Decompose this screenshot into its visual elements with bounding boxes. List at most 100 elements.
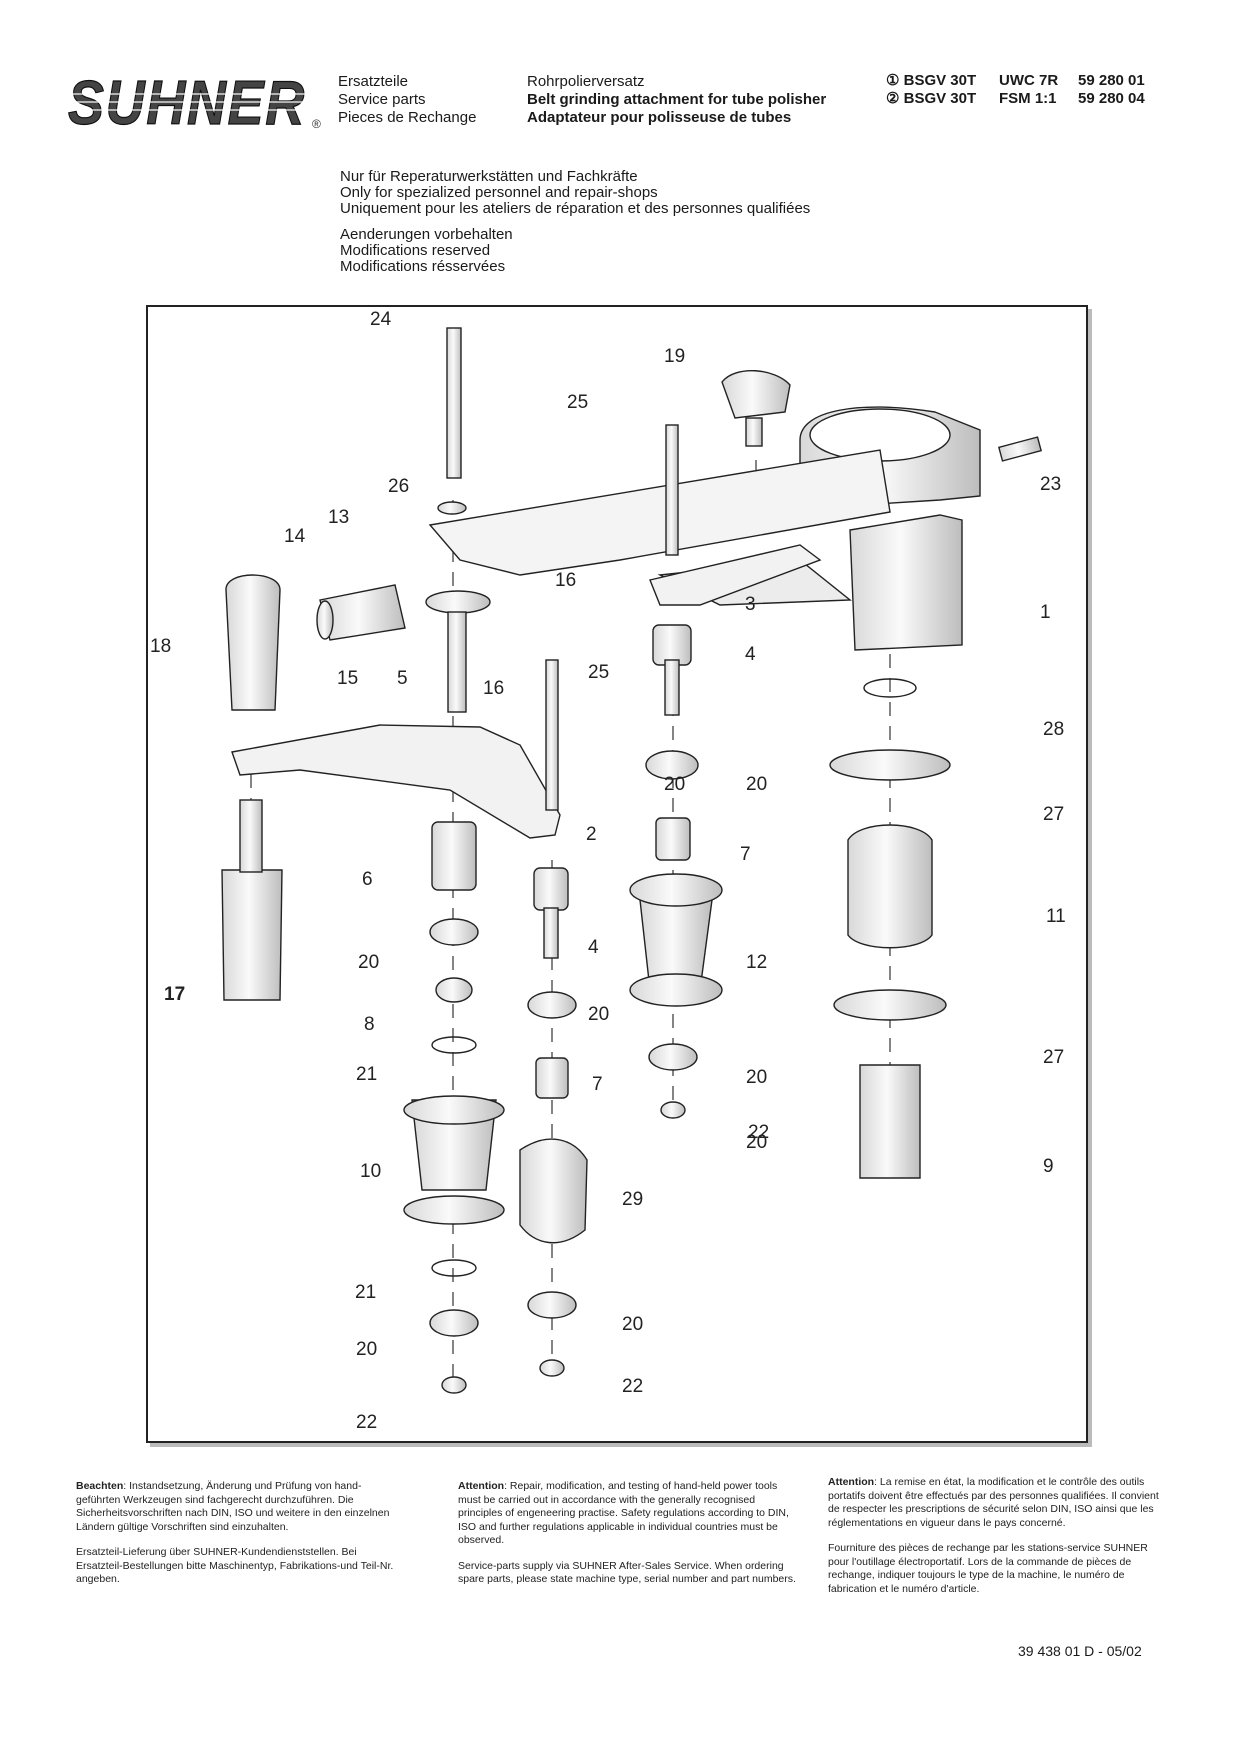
variant-partno-1: 59 280 01 (1078, 72, 1145, 89)
doc-type-de: Ersatzteile (338, 73, 409, 90)
part-5-pin (447, 611, 467, 713)
footer-label: Attention (458, 1480, 505, 1492)
part-number-label: 16 (555, 570, 576, 591)
part-number-label: 20 (746, 1067, 767, 1088)
part-28-ring (863, 678, 917, 698)
product-title-de: Rohrpolierversatz (527, 73, 645, 90)
part-number-label: 26 (388, 476, 409, 497)
part-7-bushing (655, 817, 691, 861)
part-number-label: 27 (1043, 804, 1064, 825)
footer-col-fr: Attention: La remise en état, la modific… (828, 1476, 1168, 1608)
part-number-label: 16 (483, 678, 504, 699)
variant-row-1: ① BSGV 30T (886, 72, 976, 90)
part-8-bushing (435, 977, 473, 1003)
modification-notice: Aenderungen vorbehalten Modifications re… (340, 227, 513, 275)
part-number-label: 9 (1043, 1156, 1054, 1177)
product-title-fr: Adaptateur pour polisseuse de tubes (527, 109, 792, 126)
part-number-label: 7 (592, 1074, 603, 1095)
product-title-block: Rohrpolierversatz Belt grinding attachme… (527, 73, 826, 127)
part-number-label: 4 (588, 937, 599, 958)
part-number-label: 19 (664, 346, 685, 367)
footer-col-de: Beachten: Instandsetzung, Änderung und P… (76, 1480, 396, 1599)
part-number-label: 15 (337, 668, 358, 689)
part-26-washer (437, 501, 467, 515)
variant-partno-2: 59 280 04 (1078, 90, 1145, 107)
diagram-frame (146, 305, 1088, 1443)
part-number-label: 10 (360, 1161, 381, 1182)
footer-text: Ersatzteil-Lieferung über SUHNER-Kundend… (76, 1546, 394, 1585)
part-19-knob (721, 370, 791, 419)
suhner-logo: SUHNER ® (68, 72, 321, 136)
part-17-handle (221, 869, 283, 1001)
part-number-label: 20 (356, 1339, 377, 1360)
part-20-bearing (527, 991, 577, 1019)
part-21-ring (431, 1036, 477, 1054)
doc-type-block: Ersatzteile Service parts Pieces de Rech… (338, 73, 476, 127)
part-number-label: 29 (622, 1189, 643, 1210)
part-18-handle (225, 574, 281, 711)
part-25-screw (665, 424, 679, 556)
part-27-washer-lower (833, 989, 947, 1021)
part-number-label: 11 (1046, 906, 1066, 927)
notice-line: Modifications reserved (340, 242, 491, 259)
part-5-flange (425, 590, 491, 614)
part-24-screw (446, 327, 462, 479)
part-22-nut (660, 1101, 686, 1119)
part-25-screw-lower (545, 659, 559, 811)
footer-text: Fourniture des pièces de rechange par le… (828, 1542, 1148, 1595)
part-number-label: 14 (284, 526, 306, 547)
part-17-thread (239, 799, 263, 873)
part-2-lever (231, 724, 561, 839)
part-number-label: 21 (356, 1064, 377, 1085)
part-22-nut (539, 1359, 565, 1377)
part-number-label: 20 (622, 1314, 643, 1335)
doc-type-fr: Pieces de Rechange (338, 109, 477, 126)
part-7-bushing (535, 1057, 569, 1099)
part-number-label: 21 (355, 1282, 376, 1303)
part-number-label: 20 (358, 952, 379, 973)
part-number-label: 2 (586, 824, 597, 845)
notice-line: Aenderungen vorbehalten (340, 226, 513, 243)
variant-row-2: ② BSGV 30T (886, 90, 976, 108)
part-20-bearing (648, 1043, 698, 1071)
part-20-bearing (645, 750, 699, 780)
part-22-nut (441, 1376, 467, 1394)
part-number-label: 6 (362, 869, 373, 890)
part-number-label: 4 (745, 644, 756, 665)
part-number-label: 1 (1040, 602, 1051, 623)
registered-mark: ® (312, 117, 321, 131)
part-number-label: 27 (1043, 1047, 1064, 1068)
part-number-label: 22 (748, 1122, 769, 1143)
variant-model: BSGV 30T (903, 72, 977, 89)
part-number-label: 20 (588, 1004, 609, 1025)
part-number-label: 5 (397, 668, 408, 689)
part-29-roller (519, 1138, 588, 1244)
part-number-label: 20 (746, 1132, 767, 1153)
part-number-label: 25 (567, 392, 588, 413)
part-20-bearing (429, 918, 479, 946)
part-20-bearing-lower (429, 1309, 479, 1337)
footer-text: Service-parts supply via SUHNER After-Sa… (458, 1559, 796, 1586)
variant-config-1: UWC 7R (999, 72, 1059, 89)
part-number-label: 7 (740, 844, 751, 865)
footer-text: : Repair, modification, and testing of h… (458, 1480, 789, 1546)
part-6-sleeve (431, 821, 477, 891)
part-9-sleeve (859, 1064, 921, 1179)
part-number-label: 3 (745, 594, 756, 615)
notice-line: Modifications résservées (340, 258, 506, 275)
part-number-label: 22 (622, 1376, 643, 1397)
variant-mark: ② (886, 90, 900, 107)
document-number: 39 438 01 D - 05/02 (1018, 1643, 1142, 1659)
part-number-label: 28 (1043, 719, 1064, 740)
part-3-lever (649, 544, 822, 606)
part-number-label: 22 (356, 1412, 377, 1433)
part-number-label: 18 (150, 636, 171, 657)
part-number-label: 17 (164, 984, 185, 1005)
footer-label: Beachten (76, 1480, 124, 1492)
part-number-label: 13 (328, 507, 349, 528)
part-23-screw (998, 436, 1042, 462)
part-4-pin (533, 867, 569, 911)
footer-text: : Instandsetzung, Änderung und Prüfung v… (76, 1480, 390, 1533)
part-number-label: 8 (364, 1014, 375, 1035)
